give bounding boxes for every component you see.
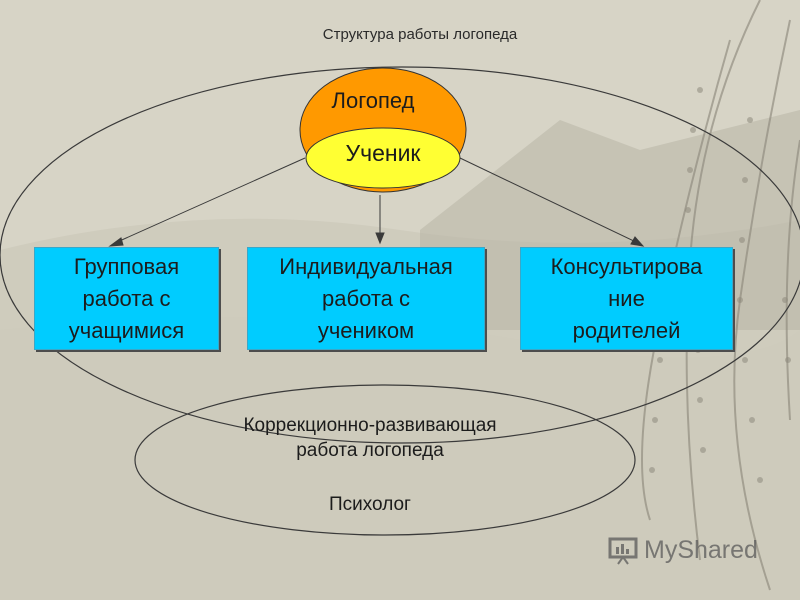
box-line: Консультирова bbox=[550, 253, 703, 279]
logoped-label: Логопед bbox=[331, 88, 415, 113]
box-line: учащимися bbox=[68, 317, 185, 343]
box-line: работа с bbox=[322, 285, 410, 311]
box-line: Индивидуальная bbox=[279, 253, 453, 279]
box-line: ние bbox=[608, 285, 645, 311]
uchenik-label: Ученик bbox=[345, 140, 421, 166]
parent-consulting-box: Консультирова ние родителей bbox=[520, 247, 733, 350]
arrows bbox=[108, 157, 645, 247]
core-line: Коррекционно-развивающая bbox=[243, 415, 497, 436]
core-line: работа логопеда bbox=[296, 440, 444, 461]
presentation-icon bbox=[608, 537, 638, 565]
watermark-text: MyShared bbox=[644, 536, 758, 564]
box-line: учеником bbox=[317, 317, 415, 343]
box-line: работа с bbox=[82, 285, 171, 311]
core-work-label: Коррекционно-развивающая работа логопеда bbox=[190, 413, 550, 463]
slide-title: Структура работы логопеда bbox=[322, 26, 518, 43]
group-work-box: Групповая работа с учащимися bbox=[34, 247, 219, 350]
box-line: Групповая bbox=[73, 253, 180, 279]
individual-work-box: Индивидуальная работа с учеником bbox=[247, 247, 485, 350]
bottom-ellipse bbox=[134, 384, 636, 536]
psychologist-label: Психолог bbox=[328, 494, 411, 515]
box-line: родителей bbox=[572, 317, 681, 343]
outer-ellipse bbox=[0, 66, 800, 444]
watermark: MyShared bbox=[608, 536, 758, 565]
